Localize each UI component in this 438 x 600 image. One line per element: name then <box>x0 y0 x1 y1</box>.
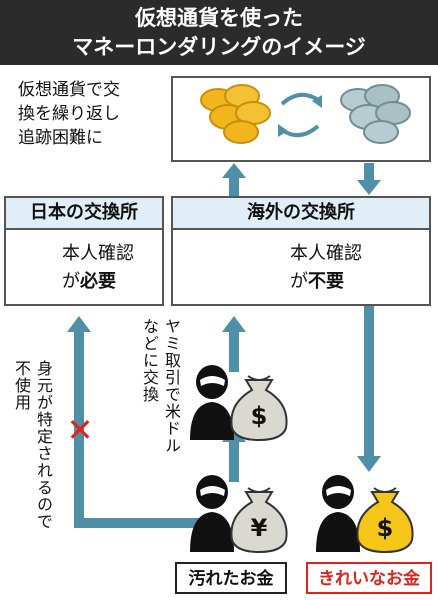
criminal-figure-icon <box>190 475 234 552</box>
note-dark-web-exchange: ヤミ取引で米ドルなどに交換 <box>140 318 181 454</box>
clean-money-label: きれいなお金 <box>306 562 432 594</box>
criminal-figure-icon <box>316 475 360 552</box>
dollar-symbol: $ <box>250 402 268 430</box>
overseas-exchange-requirement: 本人確認 が不要 <box>290 240 362 296</box>
japan-requirement-line-1: 本人確認 <box>62 243 134 264</box>
caption-line-2: 換を繰り返し <box>18 104 120 124</box>
japan-exchange-header: 日本の交換所 <box>6 198 162 230</box>
arrow-dirty-to-japan-blocked <box>67 316 200 528</box>
caption-line-3: 追跡困難に <box>18 128 103 148</box>
blocked-cross-icon: ✕ <box>66 411 94 449</box>
gold-coins-icon <box>200 84 271 144</box>
japan-exchange-requirement: 本人確認 が必要 <box>62 240 134 296</box>
caption-line-1: 仮想通貨で交 <box>18 80 120 100</box>
overseas-requirement-prefix: が <box>290 271 308 292</box>
overseas-exchange-box: 海外の交換所 <box>171 196 431 306</box>
arrow-overseas-to-crypto <box>222 163 246 196</box>
japan-exchange-box: 日本の交換所 <box>4 196 164 306</box>
arrow-crypto-to-overseas <box>357 163 381 195</box>
title-banner: 仮想通貨を使った マネーロンダリングのイメージ <box>0 0 438 65</box>
japan-requirement-emphasis: 必要 <box>80 271 116 292</box>
overseas-exchange-header: 海外の交換所 <box>173 198 429 230</box>
dirty-money-label: 汚れたお金 <box>175 562 287 594</box>
dollar-symbol-clean: $ <box>376 514 394 542</box>
arrow-overseas-to-clean-money <box>357 306 381 472</box>
dollar-bag-icon <box>230 375 288 442</box>
yen-bag-icon <box>230 487 288 554</box>
overseas-requirement-emphasis: 不要 <box>308 271 344 292</box>
yen-symbol: ¥ <box>250 514 268 542</box>
crypto-loop-caption: 仮想通貨で交 換を繰り返し 追跡困難に <box>18 78 168 150</box>
gold-dollar-bag-icon <box>356 487 414 554</box>
title-line-2: マネーロンダリングのイメージ <box>72 35 366 59</box>
note-identity-known: 身元が特定されるので不使用 <box>12 360 53 530</box>
japan-requirement-prefix: が <box>62 271 80 292</box>
overseas-requirement-line-1: 本人確認 <box>290 243 362 264</box>
criminal-figure-icon <box>190 365 234 440</box>
japan-requirement-line-2: が必要 <box>62 268 134 296</box>
overseas-requirement-line-2: が不要 <box>290 268 362 296</box>
gray-coins-icon <box>340 84 411 144</box>
arrow-dollar-bag-to-overseas <box>222 316 246 372</box>
title-line-1: 仮想通貨を使った <box>135 6 303 30</box>
